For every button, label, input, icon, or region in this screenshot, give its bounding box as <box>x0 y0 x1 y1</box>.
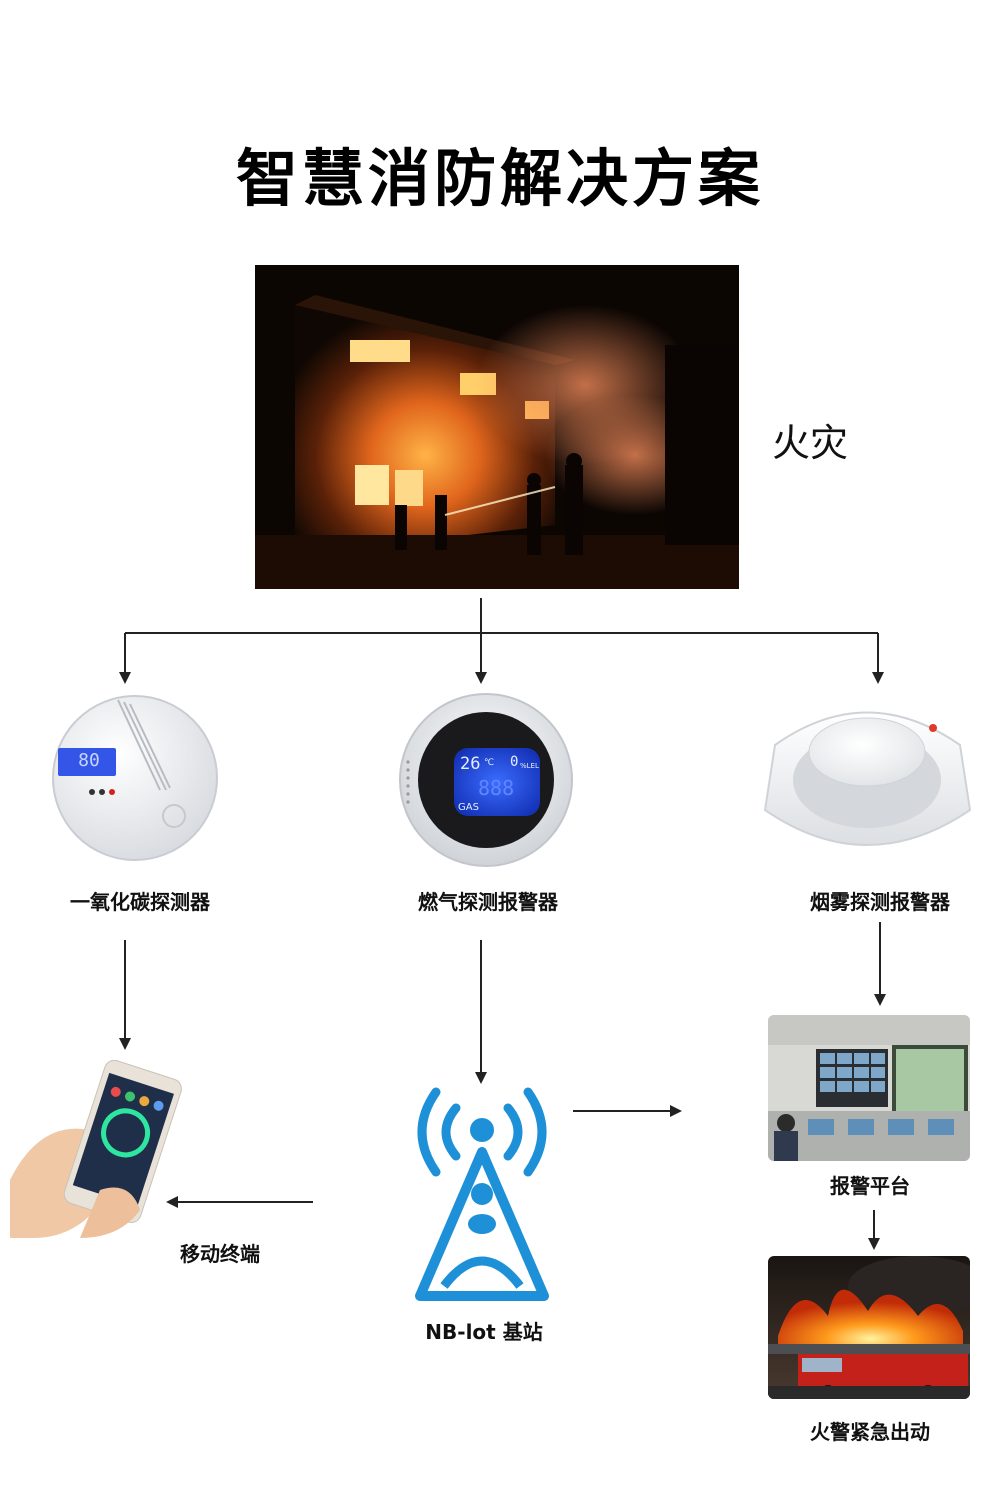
fire-label: 火灾 <box>772 421 849 465</box>
page-title: 智慧消防解决方案 <box>235 142 764 215</box>
gas-alarm-image: 26 ℃ 0 %LEL 888 GAS <box>398 692 574 868</box>
smoke-alarm-label: 烟雾探测报警器 <box>810 890 950 914</box>
mobile-terminal-label: 移动终端 <box>180 1242 260 1266</box>
gas-temp-unit: ℃ <box>484 758 495 768</box>
co-lcd-value: 80 <box>78 750 100 771</box>
co-detector-label: 一氧化碳探测器 <box>70 890 210 914</box>
emergency-response-label: 火警紧急出动 <box>810 1420 930 1444</box>
fire-scene-image <box>255 265 739 589</box>
mobile-terminal-image <box>10 1059 190 1240</box>
smoke-alarm-image <box>755 690 980 865</box>
base-station-icon <box>404 1086 560 1301</box>
gas-temp-value: 26 <box>460 754 481 774</box>
alarm-platform-image <box>768 1015 970 1161</box>
emergency-response-image <box>768 1256 970 1399</box>
base-station-label: NB-lot 基站 <box>425 1320 543 1344</box>
gas-lel-unit: %LEL <box>520 762 539 770</box>
gas-alarm-label: 燃气探测报警器 <box>418 890 558 914</box>
gas-text: GAS <box>458 802 479 813</box>
co-detector-image: 80 <box>50 690 220 865</box>
gas-segment-display: 888 <box>478 776 515 800</box>
alarm-platform-label: 报警平台 <box>830 1174 910 1198</box>
gas-lel-value: 0 <box>510 754 519 770</box>
